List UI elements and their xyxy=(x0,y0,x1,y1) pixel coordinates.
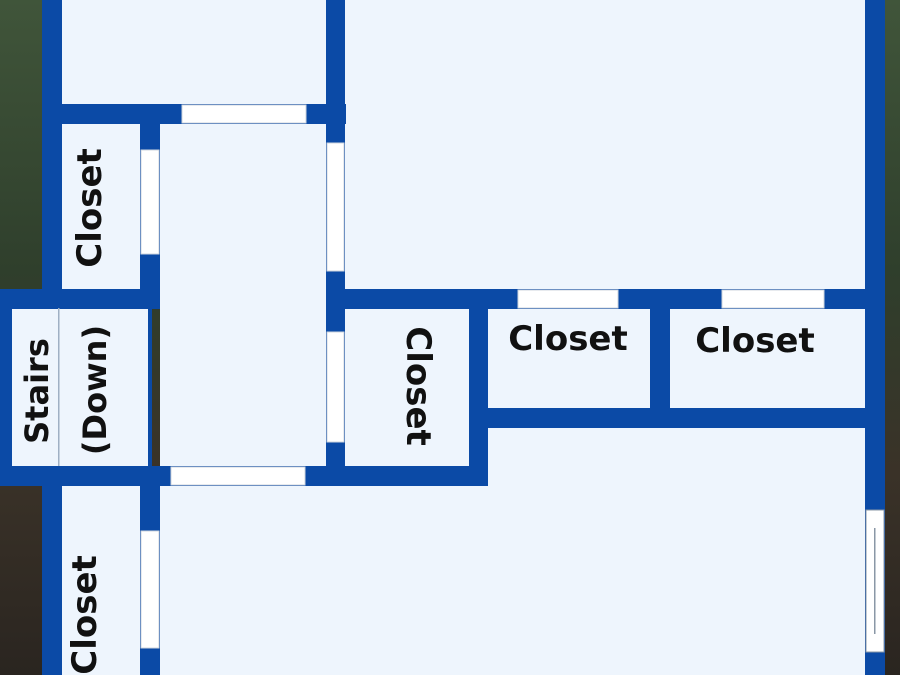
wall xyxy=(326,0,345,124)
window-pane-line xyxy=(874,528,876,634)
room-closet-lower-left xyxy=(62,486,140,675)
room-top-right xyxy=(345,0,865,289)
wall xyxy=(42,0,62,308)
closet-upper-left-label: Closet xyxy=(70,148,110,268)
stairs-divider xyxy=(58,308,60,466)
floor-areas xyxy=(12,0,865,675)
room-hallway xyxy=(160,124,326,466)
stairs-direction-label: (Down) xyxy=(76,325,114,455)
door-opening xyxy=(326,142,345,272)
wall xyxy=(650,289,670,428)
door-opening xyxy=(181,104,307,124)
closet-center-label: Closet xyxy=(398,326,438,446)
door-opening xyxy=(170,466,306,486)
wall xyxy=(469,289,488,486)
room-closet-right-a xyxy=(488,309,650,408)
door-opening xyxy=(517,289,619,309)
closet-right-b-label: Closet xyxy=(695,321,815,361)
room-top-left xyxy=(62,0,326,104)
stairs-label: Stairs xyxy=(18,338,56,444)
closet-right-a-label: Closet xyxy=(508,319,628,359)
room-stairs xyxy=(12,308,148,466)
wall xyxy=(148,308,152,466)
room-bottom-mid xyxy=(160,486,865,675)
wall xyxy=(42,486,62,675)
room-closet-right-b xyxy=(670,309,865,408)
doors xyxy=(140,104,825,649)
wall xyxy=(0,289,12,486)
door-opening xyxy=(326,331,345,443)
wall xyxy=(469,408,885,428)
door-opening xyxy=(140,530,160,649)
window xyxy=(865,509,885,653)
door-opening xyxy=(721,289,825,309)
wall xyxy=(865,0,885,675)
closet-lower-left-label: Closet xyxy=(65,555,105,675)
room-closet-upper-left xyxy=(62,124,140,290)
door-opening xyxy=(140,149,160,255)
wall xyxy=(0,289,160,309)
